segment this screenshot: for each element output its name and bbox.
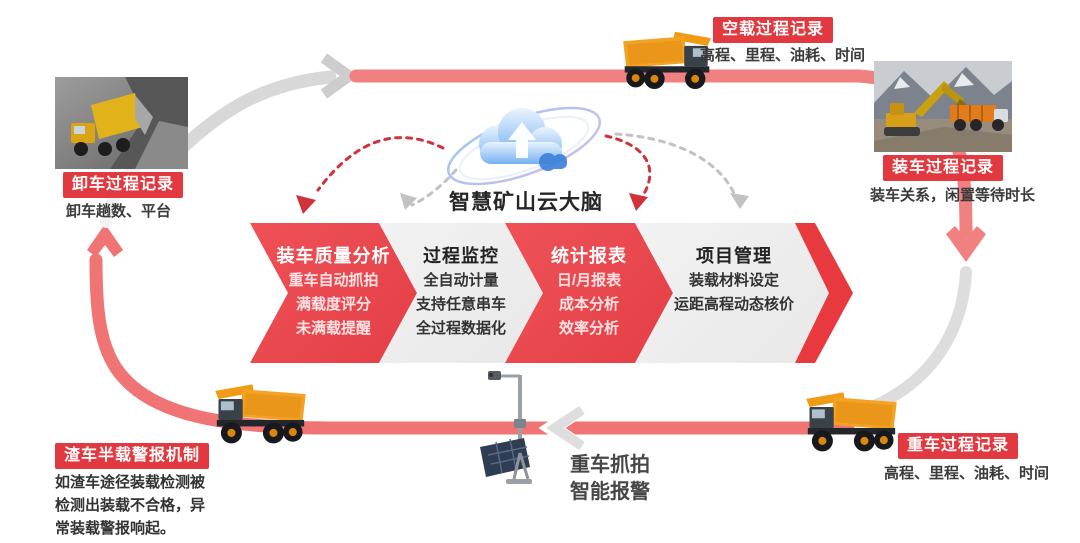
- dashed-link-gray-right: [614, 132, 738, 200]
- heavy-truck-illustration: [806, 392, 897, 452]
- heavy-run-desc: 高程、里程、油耗、时间: [884, 465, 1050, 482]
- dashed-link-red-left: [316, 136, 445, 192]
- loading-tag: 装车过程记录: [883, 155, 1004, 181]
- capture-line2: 智能报警: [570, 481, 650, 503]
- arrow-right-gray-icon: [320, 53, 359, 99]
- unload-photo: [55, 77, 188, 169]
- chevron-title: 装车质量分析: [276, 246, 391, 266]
- dashed-arrowhead-red-right: [629, 193, 648, 211]
- half-load-alarm-text: 如渣车途径装载检测被 检测出装载不合格，异 常装载警报响起。: [55, 471, 205, 540]
- chevron-title: 过程监控: [423, 246, 499, 266]
- chevron-title: 项目管理: [696, 246, 772, 266]
- arrow-down-red-icon: [946, 226, 986, 262]
- cloud-upload-icon: [446, 106, 602, 186]
- dashed-link-gray-left: [410, 168, 458, 207]
- chevron-title: 统计报表: [551, 246, 627, 266]
- chevron-item: 日/月报表: [556, 272, 622, 289]
- capture-camera-icon: [480, 371, 532, 484]
- alarm-line3: 常装载警报响起。: [55, 520, 176, 537]
- dashed-arrowhead-gray-right: [730, 193, 749, 209]
- capture-label: 重车抓拍 智能报警: [570, 452, 650, 506]
- chevron-item: 全过程数据化: [415, 320, 506, 337]
- dashed-arrowhead-red-left: [296, 195, 316, 214]
- heavy-run-tag: 重车过程记录: [898, 433, 1019, 459]
- unload-tag: 卸车过程记录: [63, 172, 184, 198]
- band-gray-top-left: [175, 70, 337, 155]
- slag-truck-illustration: [215, 384, 306, 444]
- alarm-line2: 检测出装载不合格，异: [55, 497, 206, 514]
- chevron-item: 效率分析: [558, 320, 619, 337]
- arrow-up-red-icon: [87, 224, 123, 257]
- capture-line1: 重车抓拍: [570, 454, 650, 476]
- chevron-item: 未满载提醒: [295, 320, 371, 337]
- half-load-alarm-tag: 渣车半载警报机制: [55, 443, 210, 469]
- alarm-line1: 如渣车途径装载检测被: [55, 474, 206, 491]
- arrow-left-gray-icon: [545, 405, 585, 451]
- empty-run-desc: 高程、里程、油耗、时间: [700, 47, 866, 64]
- chevron-item: 支持任意串车: [415, 296, 506, 313]
- chevron-item: 满载度评分: [295, 296, 371, 313]
- loading-photo: [874, 61, 1012, 152]
- chevron-item: 装载材料设定: [688, 272, 779, 289]
- chevron-item: 重车自动抓拍: [288, 272, 379, 289]
- chevron-item: 运距高程动态核价: [673, 296, 794, 313]
- hub-title: 智慧矿山云大脑: [449, 191, 603, 214]
- chevron-item: 全自动计量: [423, 272, 499, 289]
- chevron-item: 成本分析: [558, 296, 619, 313]
- unload-desc: 卸车趟数、平台: [66, 203, 172, 220]
- dashed-link-red-right: [604, 134, 652, 202]
- empty-run-tag: 空载过程记录: [713, 17, 834, 43]
- loading-desc: 装车关系，闲置等待时长: [870, 187, 1036, 204]
- dashed-arrowhead-gray-left: [400, 193, 417, 210]
